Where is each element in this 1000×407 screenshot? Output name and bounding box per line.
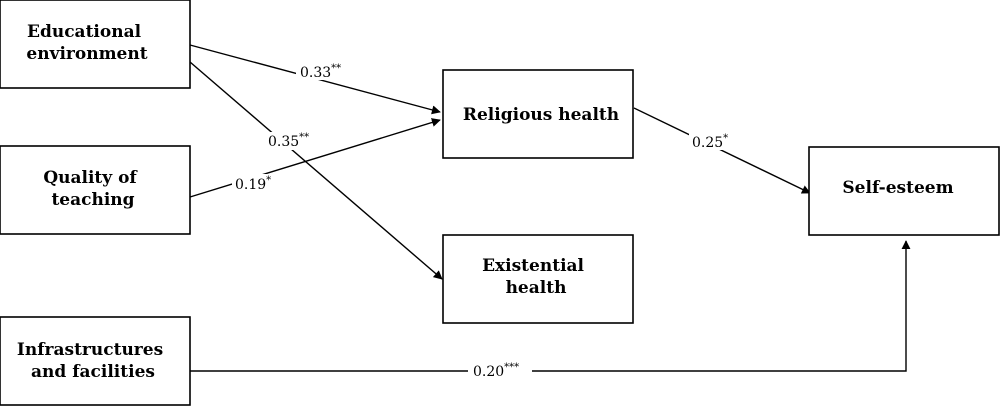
edge-infra-to-selfesteem: [190, 240, 911, 372]
edge-label-infra-to-selfesteem: 0.20***: [468, 362, 532, 380]
node-quality-of-teaching: Quality of teaching: [0, 145, 191, 235]
node-existential-health: Existential health: [442, 234, 634, 324]
edge-label-edu-to-existential: 0.35**: [265, 132, 315, 150]
edge-label-quality-to-religious: 0.19*: [232, 174, 276, 193]
svg-text:Self-esteem: Self-esteem: [842, 178, 953, 198]
node-self-esteem: Self-esteem: [808, 146, 1000, 236]
edge-edu-to-existential: [189, 61, 443, 280]
svg-text:Educational environment: Educational environment: [26, 22, 147, 64]
edge-religious-to-selfesteem: [633, 107, 811, 194]
svg-text:0.33**: 0.33**: [300, 63, 341, 81]
svg-text:Religious health: Religious health: [463, 105, 619, 125]
edge-label-religious-to-selfesteem: 0.25*: [689, 132, 733, 151]
svg-text:0.20***: 0.20***: [473, 362, 519, 380]
node-infrastructures-and-facilities: Infrastructures and facilities: [0, 316, 191, 406]
edge-label-edu-to-religious: 0.33**: [296, 62, 346, 81]
svg-text:Infrastructures and faci: Infrastructures and facilities: [17, 340, 169, 382]
node-educational-environment: Educational environment: [0, 0, 191, 89]
node-religious-health: Religious health: [442, 69, 634, 159]
svg-text:0.25*: 0.25*: [692, 133, 728, 151]
svg-text:Existential health: Existential health: [482, 256, 590, 298]
svg-text:0.35**: 0.35**: [268, 132, 309, 150]
svg-text:Quality of teaching: Quality of teaching: [43, 168, 142, 210]
edge-quality-to-religious: [189, 118, 441, 198]
svg-text:0.19*: 0.19*: [235, 175, 271, 193]
